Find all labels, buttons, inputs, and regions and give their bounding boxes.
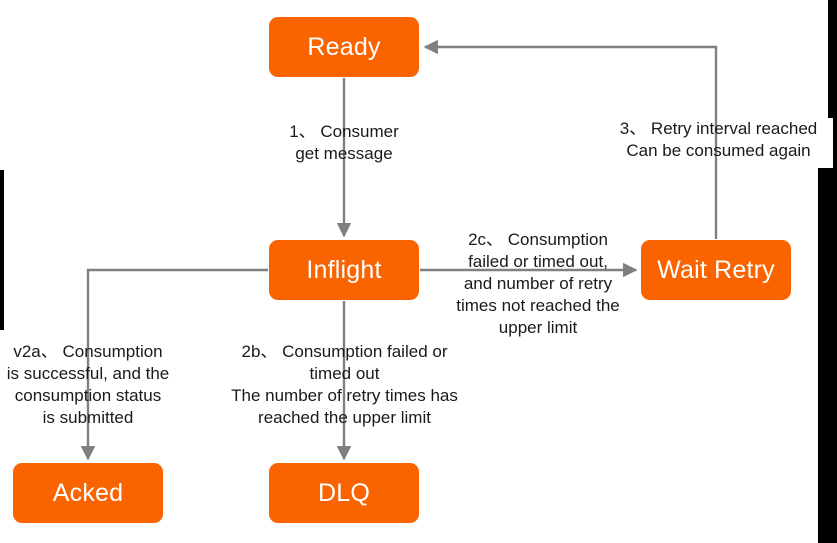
state-node-acked[interactable]: Acked [13, 463, 163, 523]
state-node-wait-retry[interactable]: Wait Retry [641, 240, 791, 300]
letterbox-bar-left [0, 170, 4, 330]
edge-waitretry-to-ready [423, 39, 718, 239]
state-node-dlq[interactable]: DLQ [269, 463, 419, 523]
transition-label-consumer-get-message: 1、 Consumer get message [289, 122, 399, 163]
transition-label-retry-interval-reached: 3、 Retry interval reached Can be consume… [619, 119, 818, 160]
letterbox-bar-right-middle [833, 118, 837, 168]
letterbox-bar-right-top [828, 0, 837, 118]
edge-inflight-to-acked [80, 268, 268, 461]
letterbox-bar-right-bottom [818, 168, 837, 543]
state-node-inflight[interactable]: Inflight [269, 240, 419, 300]
transition-label-consumption-successful: v2a、 Consumption is successful, and the … [6, 342, 170, 427]
transition-label-retry-limit-reached: 2b、 Consumption failed or timed out The … [231, 342, 458, 427]
transition-label-retry-not-reached-limit: 2c、 Consumption failed or timed out, and… [456, 230, 620, 337]
state-node-ready[interactable]: Ready [269, 17, 419, 77]
